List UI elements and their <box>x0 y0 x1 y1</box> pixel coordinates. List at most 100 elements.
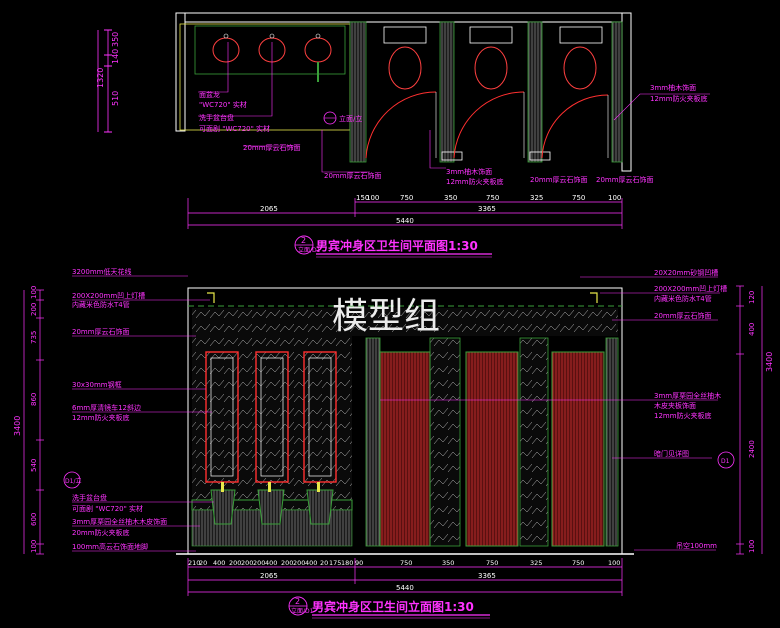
plan-note: 可面剧 "WC720" 实材 <box>199 124 270 133</box>
elev-dim: 3365 <box>478 572 496 580</box>
elev-note: 暗门见详图 <box>654 449 689 458</box>
plan-note: "WC720" 实材 <box>199 100 247 109</box>
plan-dims-row1: 150 100 750 350 750 325 750 100 2065 336… <box>260 194 621 225</box>
elev-dim: 100 <box>30 286 38 299</box>
plan-toilets <box>383 26 603 90</box>
elev-dim: 20 <box>199 559 207 567</box>
elev-callout-left-label: D1/立 <box>65 477 81 485</box>
plan-view: 350 140 510 1320 面盆龙 "WC720" 实材 洗手盆台盘 可面… <box>96 12 710 258</box>
plan-note: 20mm厚云石饰面 <box>530 175 588 184</box>
elev-dim: 540 <box>30 459 38 472</box>
elev-dim: 90 <box>355 559 363 567</box>
plan-symbol-bottom: 立面/D1 <box>298 246 321 254</box>
plan-vanity-counter <box>194 25 346 75</box>
plan-note: 20mm厚云石饰面 <box>324 171 382 180</box>
plan-dim-350: 350 <box>111 32 120 47</box>
elev-note: 6mm厚清镜车12斜边 <box>72 403 141 412</box>
plan-note: 20mm厚云石饰面 <box>596 175 654 184</box>
elev-left-dimensions <box>23 289 44 555</box>
elev-note: 可面剧 "WC720" 实材 <box>72 504 143 513</box>
elev-note: 吊空100mm <box>676 541 717 550</box>
elev-dim: 325 <box>530 559 542 567</box>
elev-dim: 860 <box>30 393 38 406</box>
plan-bottom-dimensions <box>187 198 623 229</box>
plan-dim: 100 <box>608 194 621 202</box>
plan-wall-left <box>175 12 186 132</box>
elev-note: 20X20mm砂钢凹槽 <box>654 268 718 277</box>
plan-note: 3mm柚木饰面 <box>446 167 492 176</box>
plan-wall-top <box>175 12 632 23</box>
elev-notes-left: 3200mm低天花线 200X200mm凹上灯槽 内藏米色防水T4管 20mm厚… <box>72 267 167 551</box>
plan-section-cut: 立面/立 <box>323 111 362 125</box>
plan-dim-140: 140 <box>111 49 120 64</box>
elevation-view: 100 200 735 860 540 600 100 3400 3200mm低… <box>13 267 774 619</box>
elev-note: 内藏米色防水T4管 <box>72 300 130 309</box>
elev-dim: 200 <box>30 303 38 316</box>
plan-dim-510: 510 <box>111 91 120 106</box>
elev-note: 20mm厚云石饰面 <box>654 311 712 320</box>
elev-callout-right-label: D1 <box>721 458 730 465</box>
elev-dim: 750 <box>486 559 498 567</box>
plan-dim: 3365 <box>478 205 496 213</box>
plan-dim: 350 <box>444 194 457 202</box>
elev-note: 内藏米色防水T4管 <box>654 294 712 303</box>
elev-note: 木皮夹板饰面 <box>654 401 696 410</box>
plan-dim: 750 <box>486 194 499 202</box>
plan-notes-right: 3mm柚木饰面 12mm防火夹板底 <box>613 83 710 121</box>
elev-dim: 735 <box>30 331 38 344</box>
elev-note: 12mm防火夹板底 <box>72 413 130 422</box>
elev-note: 20mm防火夹板底 <box>72 528 130 537</box>
plan-note: 3mm柚木饰面 <box>650 83 696 92</box>
plan-dim: 750 <box>400 194 413 202</box>
plan-note: 12mm防火夹板底 <box>650 94 708 103</box>
plan-dim: 750 <box>572 194 585 202</box>
elev-note: 200X200mm凹上灯槽 <box>72 291 145 300</box>
elev-right-dim-labels: 120 400 2400 100 3400 <box>748 291 774 553</box>
elev-symbol-bottom: 立面/D1 <box>291 607 314 615</box>
plan-title: 男宾冲身区卫生间平面图1:30 <box>316 238 478 253</box>
elev-dim-total: 5440 <box>396 584 414 592</box>
elev-note: 20mm厚云石饰面 <box>72 327 130 336</box>
elev-dim: 100 <box>608 559 620 567</box>
elev-dim: 200 <box>241 559 253 567</box>
plan-dim: 325 <box>530 194 543 202</box>
elev-dim-total: 3400 <box>13 416 22 436</box>
plan-dim-total: 5440 <box>396 217 414 225</box>
elev-dim: 200 <box>293 559 305 567</box>
elev-note: 3200mm低天花线 <box>72 267 131 276</box>
plan-symbol-top: 2 <box>301 236 306 245</box>
elev-dim: 100 <box>748 540 756 553</box>
plan-note: 面盆龙 <box>199 90 220 99</box>
elev-dim: 600 <box>30 513 38 526</box>
elev-symbol-top: 2 <box>295 597 300 606</box>
plan-note: 12mm防火夹板底 <box>446 177 504 186</box>
elev-bottom-dimensions <box>187 558 623 596</box>
elev-dim: 400 <box>748 323 756 336</box>
elev-dims-row1: 210 20 400 200 200 200 400 200 200 400 2… <box>188 559 620 592</box>
plan-note: 20mm厚云石饰面 <box>243 143 301 152</box>
elev-note: 200X200mm凹上灯槽 <box>654 284 727 293</box>
elev-note: 30x30mm钢框 <box>72 380 122 389</box>
elev-vanity <box>191 482 353 547</box>
elev-dim: 750 <box>400 559 412 567</box>
elev-note: 3mm厚栗园全丝柚木 <box>654 391 721 400</box>
elev-right-dimensions <box>736 285 763 555</box>
elev-note: 12mm防火夹板底 <box>654 411 712 420</box>
elev-dim: 175 <box>329 559 341 567</box>
elev-note: 洗手盆台盘 <box>72 493 107 502</box>
elev-left-leaders <box>72 275 214 552</box>
plan-title-block: 2 立面/D1 男宾冲身区卫生间平面图1:30 <box>294 235 492 258</box>
elev-dim: 400 <box>213 559 225 567</box>
plan-dim: 2065 <box>260 205 278 213</box>
elev-dim: 120 <box>748 291 756 304</box>
elev-dim: 210 <box>188 559 200 567</box>
plan-door-swings <box>365 91 609 159</box>
elev-dim: 350 <box>442 559 454 567</box>
elev-callout-left: D1/立 <box>63 471 81 489</box>
elev-note: 3mm厚栗园全丝柚木木皮饰面 <box>72 517 167 526</box>
elev-dim: 200 <box>229 559 241 567</box>
watermark: 模型组 <box>332 296 440 337</box>
elev-dim: 200 <box>253 559 265 567</box>
elev-dim: 750 <box>572 559 584 567</box>
